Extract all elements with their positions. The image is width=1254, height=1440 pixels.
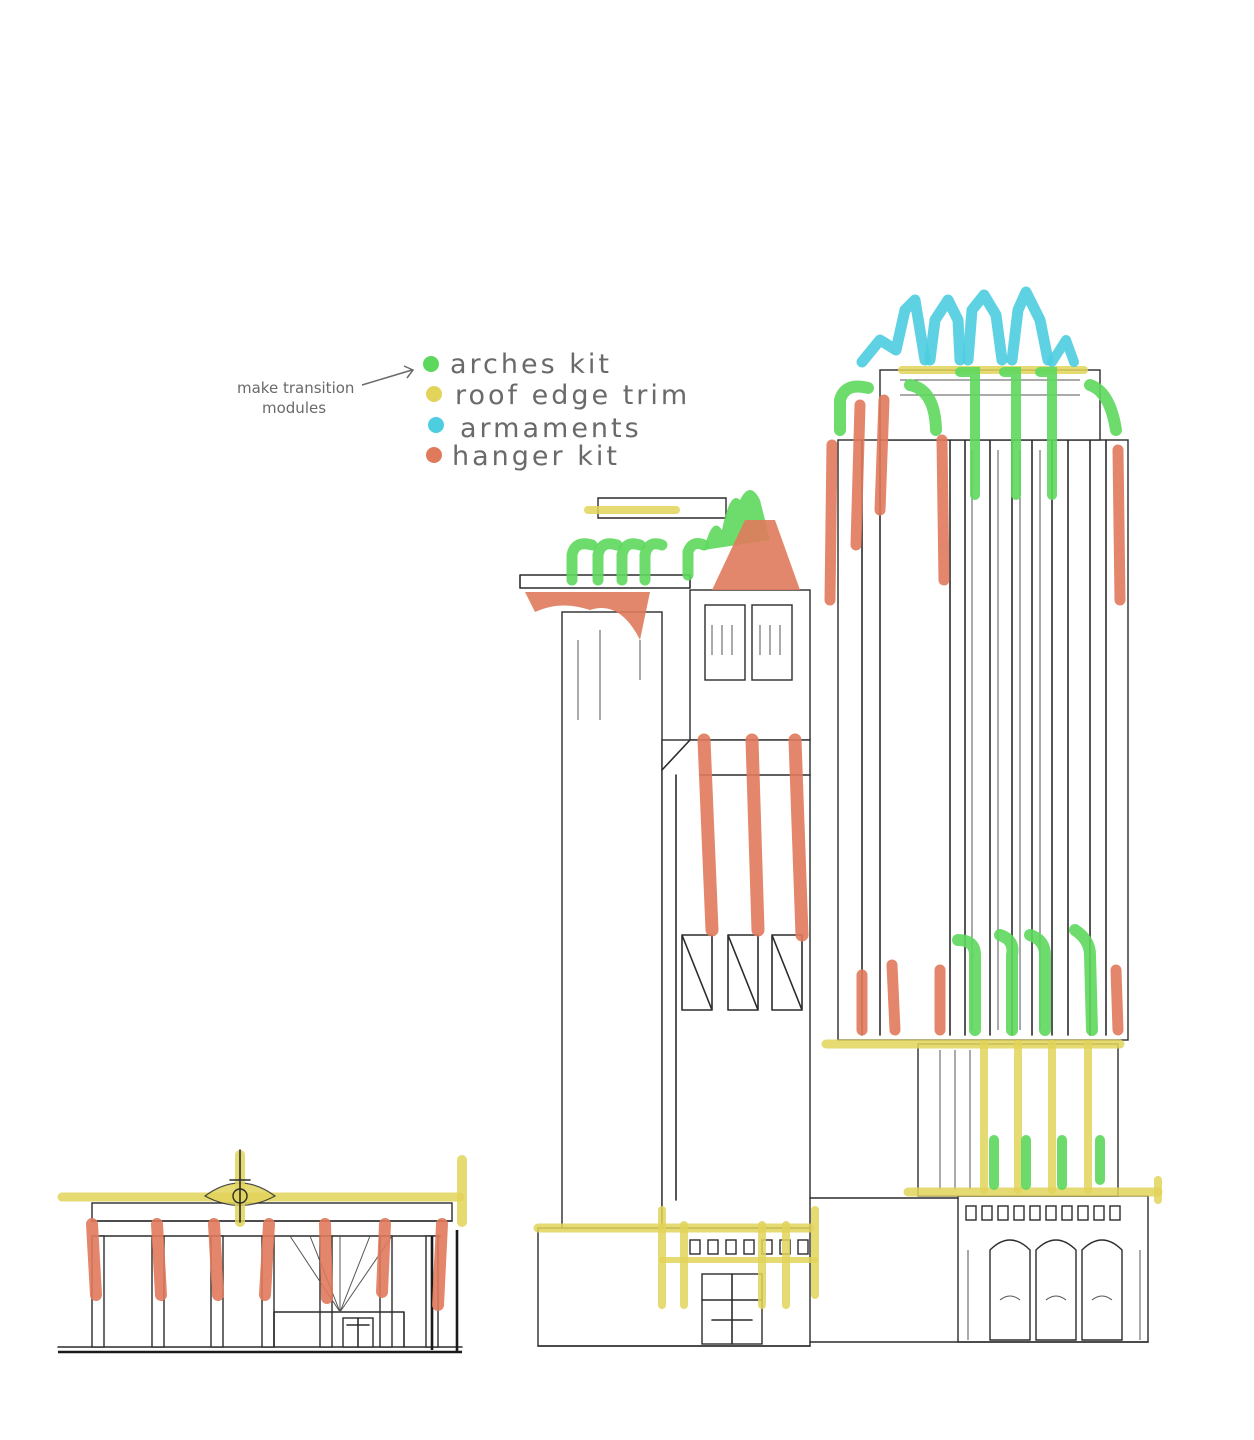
lower-arch: [952, 934, 981, 1036]
armament: [924, 294, 966, 366]
armaments-label: armaments: [460, 413, 642, 444]
window: [704, 604, 746, 681]
crown-arch: [834, 380, 874, 436]
trim-swatch: [426, 386, 442, 402]
lower-arch: [1069, 924, 1098, 1036]
pavilion-hanger: [208, 1218, 224, 1301]
pavilion-hanger: [376, 1218, 391, 1298]
hanger: [788, 733, 809, 942]
arch: [616, 538, 646, 586]
middle-tower-windows: [704, 604, 793, 681]
pavilion-crest: [203, 1149, 277, 1227]
hanger: [824, 439, 838, 606]
hanger: [850, 399, 866, 551]
hanger: [936, 434, 950, 586]
hanger-foot: [1110, 964, 1124, 1036]
lower-arch: [1024, 929, 1051, 1036]
tall-tower-armaments: [856, 286, 1079, 368]
armament: [856, 294, 931, 368]
roof-hanger-cluster: [525, 592, 650, 640]
pavilion-hangers: [86, 1218, 448, 1311]
armament: [1006, 286, 1054, 366]
legend-item-arches: arches kit: [423, 349, 612, 380]
note-line-1: make transition: [237, 379, 354, 397]
pavilion-hanger: [432, 1218, 448, 1311]
arch: [592, 538, 623, 586]
pavilion-hanger: [151, 1218, 167, 1301]
crown-arch: [1084, 379, 1122, 436]
rib-arch: [955, 367, 980, 500]
building-middle-tower: [519, 490, 819, 1347]
pavilion-doorway: [273, 1235, 405, 1348]
crown-arch: [904, 379, 942, 436]
rib-arch: [999, 367, 1021, 500]
hanger-foot: [886, 959, 901, 1036]
window: [751, 604, 793, 681]
portal: [989, 1239, 1031, 1341]
legend-item-armaments: armaments: [428, 413, 642, 444]
hanger: [745, 733, 765, 937]
arch: [639, 538, 668, 586]
legend-item-hanger: hanger kit: [426, 441, 620, 472]
pavilion-hanger: [319, 1218, 333, 1304]
middle-tower-base-details: [689, 1239, 809, 1345]
building-pavilion: [57, 1149, 467, 1354]
gable-hanger: [712, 520, 800, 590]
pavilion-entablature: [91, 1202, 453, 1222]
arches-swatch: [423, 356, 439, 372]
middle-tower-braces: [681, 934, 803, 1011]
middle-tower-left-block: [561, 611, 663, 1229]
middle-tower-hangers: [525, 520, 809, 942]
middle-tower-lower-block: [661, 739, 811, 1229]
middle-tower-base-trim: [658, 1206, 819, 1309]
portal: [1081, 1239, 1123, 1341]
pavilion-hanger: [259, 1218, 275, 1301]
rib-arch: [1035, 367, 1057, 500]
arch: [682, 538, 710, 581]
hanger: [1112, 444, 1126, 606]
building-tall-tower: [809, 286, 1163, 1343]
tall-tower-ribs: [861, 439, 1107, 1036]
hanger: [874, 394, 890, 516]
lower-arch: [994, 929, 1019, 1036]
transition-note: make transition modules: [237, 365, 415, 417]
hanger-label: hanger kit: [452, 441, 620, 472]
arches-label: arches kit: [450, 349, 612, 380]
portal: [1035, 1239, 1077, 1341]
middle-tower-arches: [566, 490, 770, 586]
armament: [1047, 335, 1079, 367]
armament: [962, 289, 1008, 366]
legend-item-trim: roof edge trim: [426, 380, 690, 411]
pavilion-hanger: [86, 1218, 102, 1301]
note-arrow-icon: [361, 365, 415, 386]
hanger-swatch: [426, 447, 442, 463]
tall-tower-arches: [834, 367, 1122, 1190]
tall-tower-hangers: [824, 394, 1126, 1036]
trim-label: roof edge trim: [455, 380, 690, 411]
note-line-2: modules: [262, 399, 326, 417]
hanger: [697, 733, 719, 937]
legend: arches kit roof edge trim armaments hang…: [237, 349, 690, 472]
arch: [566, 538, 598, 586]
tall-tower-base-portals: [967, 1239, 1141, 1341]
armaments-swatch: [428, 417, 444, 433]
tall-tower-base-windows: [965, 1205, 1121, 1221]
